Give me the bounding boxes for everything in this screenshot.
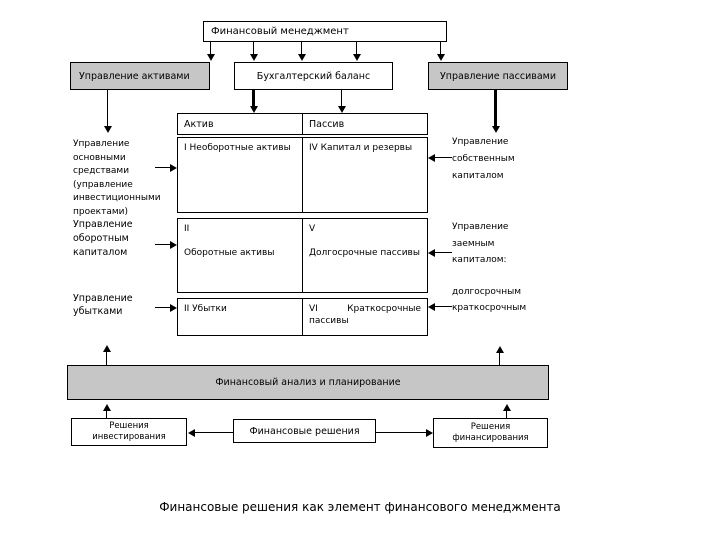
cell-longterm-liabilities: V Долгосрочные пассивы [309, 224, 420, 258]
table-header-passiv: Пассив [309, 119, 345, 130]
financial-management-label: Финансовый менеджмент [211, 26, 349, 37]
arrow-right-icon [155, 163, 177, 172]
arrow-down-icon [436, 42, 445, 61]
asset-management-label: Управление активами [79, 70, 190, 82]
arrow-up-icon [102, 404, 111, 418]
arrow-up-icon [502, 404, 511, 418]
diagram-caption: Финансовые решения как элемент финансово… [159, 500, 561, 514]
arrow-left-icon [428, 302, 452, 311]
balance-sheet-label: Бухгалтерский баланс [256, 70, 371, 82]
table-header-aktiv: Актив [178, 114, 303, 134]
arrow-down-icon [249, 42, 258, 61]
liability-management-label: Управление пассивами [439, 70, 557, 82]
cell-capital-reserves: IV Капитал и резервы [309, 143, 413, 153]
arrow-up-icon [102, 345, 111, 365]
label-borrowed-capital-management: Управление заемным капиталом: [452, 222, 509, 265]
financing-decisions-box: Решения финансирования [433, 418, 548, 448]
table-row: I Необоротные активы IV Капитал и резерв… [177, 137, 428, 213]
financial-decisions-label: Финансовые решения [249, 425, 360, 437]
arrow-right-icon [376, 428, 433, 437]
arrow-down-icon [297, 42, 306, 61]
cell-noncurrent-assets: I Необоротные активы [178, 138, 303, 212]
table-header-row: Актив Пассив [177, 113, 428, 135]
financial-decisions-box: Финансовые решения [233, 419, 376, 443]
arrow-left-icon [428, 153, 452, 162]
arrow-down-icon [206, 42, 215, 61]
arrow-down-icon [337, 90, 346, 113]
label-working-capital-management: Управление оборотным капиталом [73, 219, 133, 258]
arrow-down-icon [352, 42, 361, 61]
investment-decisions-box: Решения инвестирования [71, 418, 187, 446]
arrow-left-icon [188, 428, 233, 437]
liability-management-box: Управление пассивами [428, 62, 568, 90]
balance-sheet-box: Бухгалтерский баланс [234, 62, 393, 90]
arrow-up-icon [495, 346, 504, 365]
label-equity-management: Управление собственным капиталом [452, 137, 515, 181]
analysis-planning-label: Финансовый анализ и планирование [215, 377, 401, 388]
arrow-right-icon [155, 240, 177, 249]
arrow-right-icon [155, 303, 177, 312]
analysis-planning-bar: Финансовый анализ и планирование [67, 365, 549, 400]
arrow-down-icon [249, 90, 258, 113]
table-row: II Убытки VI Краткосрочные пассивы [177, 298, 428, 336]
table-row: II Оборотные активы V Долгосрочные пасси… [177, 218, 428, 293]
arrow-left-icon [428, 248, 452, 257]
cell-current-assets: II Оборотные активы [178, 219, 303, 292]
arrow-down-icon [491, 90, 500, 133]
asset-management-box: Управление активами [70, 62, 210, 90]
financial-management-box: Финансовый менеджмент [203, 21, 447, 42]
label-fixed-assets-management: Управление основными средствами (управле… [73, 139, 161, 217]
arrow-down-icon [103, 90, 112, 133]
cell-shortterm-liabilities: VI Краткосрочные пассивы [309, 304, 421, 326]
label-loss-management: Управление убытками [73, 293, 133, 317]
label-longterm-shortterm: долгосрочным краткосрочным [452, 287, 527, 313]
cell-losses: II Убытки [178, 299, 303, 335]
